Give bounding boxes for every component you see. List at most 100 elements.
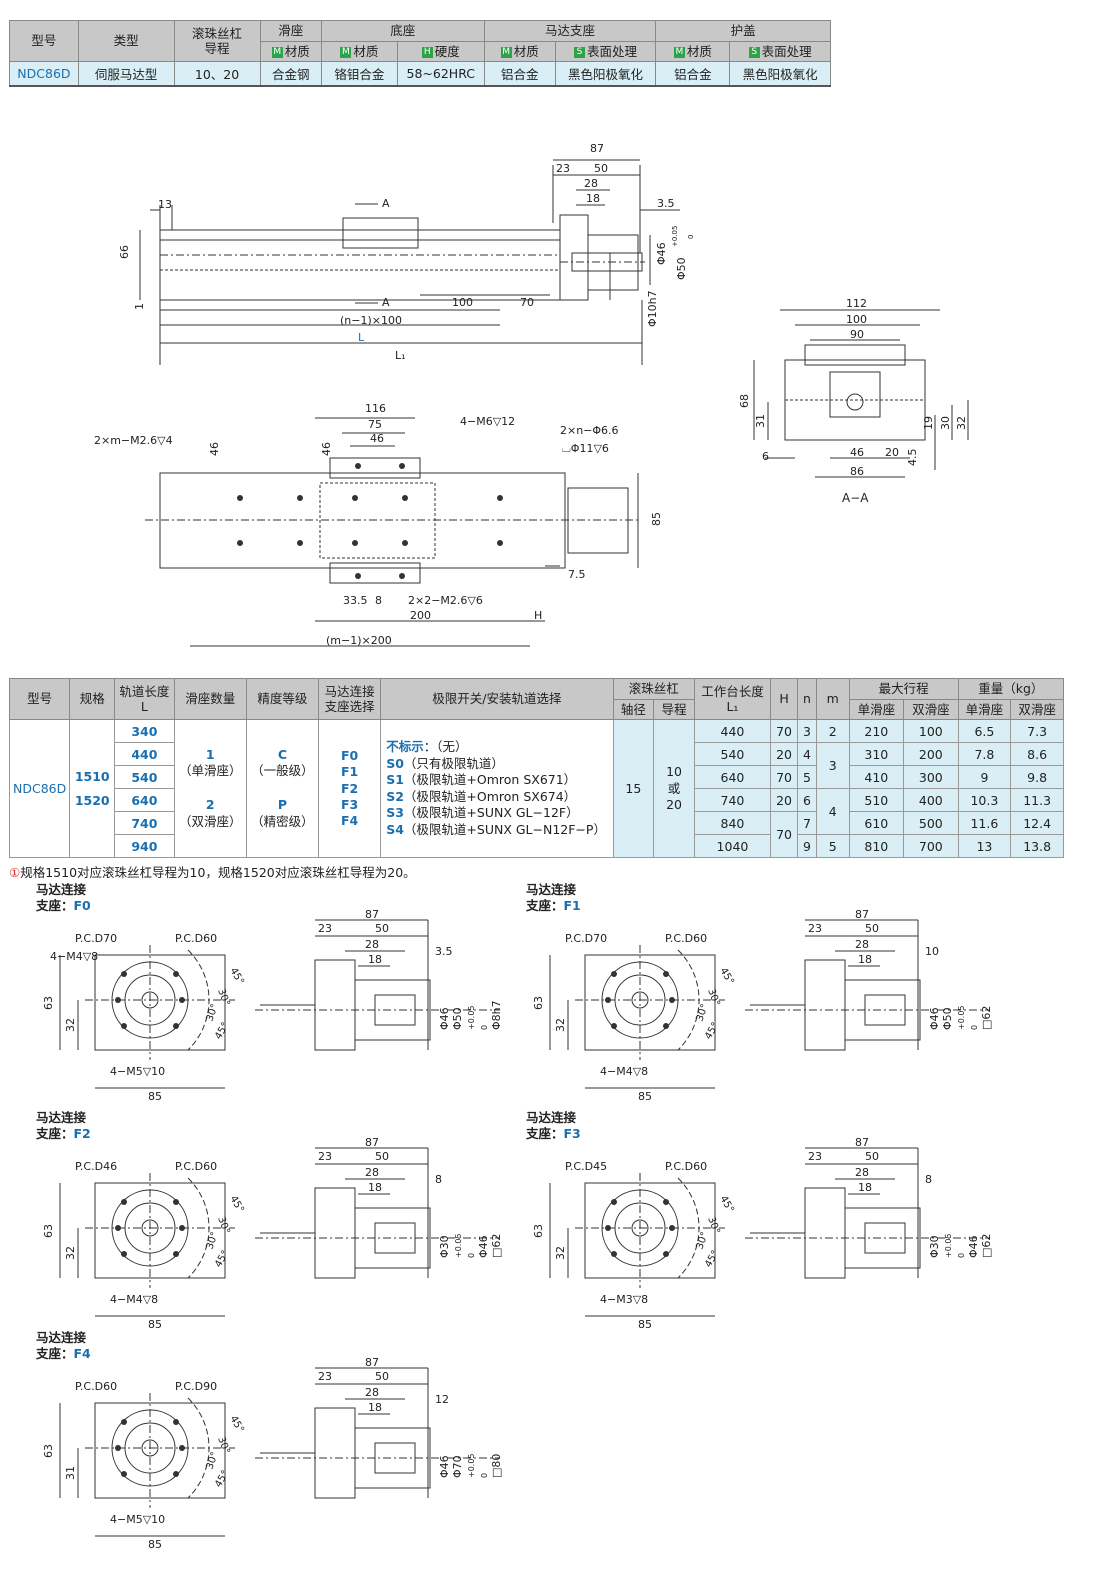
mount-hole bbox=[663, 1199, 669, 1205]
angle-label: 30° bbox=[215, 1215, 231, 1235]
motor-support-label: 支座： bbox=[36, 1345, 74, 1361]
cell-weight-single: 9 bbox=[957, 765, 1012, 790]
cell-h: 20 bbox=[770, 788, 798, 813]
dim-m-200: (m−1)×200 bbox=[326, 634, 392, 647]
side-dim: 23 bbox=[808, 1150, 822, 1163]
cell-weight-double: 7.3 bbox=[1010, 719, 1064, 744]
side-support-body bbox=[314, 1187, 356, 1279]
angle-label: 45° bbox=[703, 1249, 721, 1270]
side-dim: 0 bbox=[467, 1253, 476, 1258]
height-dim: 63 bbox=[42, 996, 55, 1010]
cell-cover-surface: 黑色阳极氧化 bbox=[729, 61, 831, 88]
angle-label: 45° bbox=[717, 1194, 735, 1215]
flange-outline bbox=[94, 1402, 226, 1499]
cell-m: 5 bbox=[815, 834, 850, 859]
pcd-right-label: P.C.D90 bbox=[175, 1380, 217, 1393]
hole-bottom-callout: 4−M4▽8 bbox=[110, 1293, 158, 1306]
motor-support-code-line: 支座：F2 bbox=[36, 1126, 91, 1142]
cell-stroke-double: 300 bbox=[903, 765, 959, 790]
angle-label: 45° bbox=[227, 1414, 245, 1435]
motor-support-title-f4: 马达连接支座：F4 bbox=[36, 1330, 91, 1361]
side-dim: Φ30 bbox=[438, 1235, 451, 1258]
callout-phi11: ⌴Φ11▽6 bbox=[562, 442, 609, 455]
callout-4-m6: 4−M6▽12 bbox=[460, 415, 515, 428]
side-dim: 18 bbox=[858, 953, 872, 966]
cell-m: 2 bbox=[815, 719, 850, 744]
cell-stroke-double: 500 bbox=[903, 811, 959, 836]
motor-support-code-line: 支座：F4 bbox=[36, 1346, 91, 1362]
side-dim: 28 bbox=[855, 1166, 869, 1179]
pcd-left-label: P.C.D70 bbox=[75, 932, 117, 945]
motor-support-title-f3: 马达连接支座：F3 bbox=[526, 1110, 581, 1141]
mount-hole bbox=[121, 1251, 127, 1257]
dim-7-5: 7.5 bbox=[568, 568, 586, 581]
cell-limit-options: 不标示：（无） S0（只有极限轨道） S1（极限轨道+Omron SX671） … bbox=[380, 719, 614, 859]
motor-support-label: 支座： bbox=[526, 897, 564, 913]
dim-phi10h7: Φ10h7 bbox=[646, 290, 659, 327]
mount-hole bbox=[173, 1471, 179, 1477]
dim-33-5: 33.5 bbox=[343, 594, 368, 607]
header-slider-qty: 滑座数量 bbox=[173, 677, 247, 721]
header-h: H bbox=[770, 677, 798, 721]
side-dim: 28 bbox=[365, 1386, 379, 1399]
header-weight-single: 单滑座 bbox=[957, 698, 1012, 721]
half-dim: 31 bbox=[64, 1466, 77, 1480]
height-dim: 63 bbox=[532, 1224, 545, 1238]
cell-weight-single: 11.6 bbox=[957, 811, 1012, 836]
side-dim: Φ46 bbox=[928, 1007, 941, 1030]
cell-stroke-single: 410 bbox=[848, 765, 905, 790]
side-dim: 18 bbox=[368, 953, 382, 966]
header-weight-double: 双滑座 bbox=[1010, 698, 1064, 721]
motor-support-label: 支座： bbox=[36, 1125, 74, 1141]
cell-n: 3 bbox=[796, 719, 817, 744]
side-dim: Φ8h7 bbox=[490, 1000, 503, 1030]
cell-n: 6 bbox=[796, 788, 817, 813]
motor-support-code: F4 bbox=[73, 1345, 91, 1361]
side-dim: 50 bbox=[865, 922, 879, 935]
shaft-circle bbox=[141, 991, 159, 1009]
angle-label: 30° bbox=[694, 1231, 710, 1251]
hole-top-callout: 4−M4▽8 bbox=[50, 950, 98, 963]
motor-support-title-f2: 马达连接支座：F2 bbox=[36, 1110, 91, 1141]
header-table-length: 工作台长度 L₁ bbox=[693, 677, 772, 721]
pcd-right-label: P.C.D60 bbox=[665, 1160, 707, 1173]
cell-weight-double: 8.6 bbox=[1010, 742, 1064, 767]
mount-hole bbox=[663, 1023, 669, 1029]
pcd-right-label: P.C.D60 bbox=[175, 932, 217, 945]
pcd-left-label: P.C.D45 bbox=[565, 1160, 607, 1173]
cell-rail-length: 740 bbox=[114, 811, 175, 836]
side-dim: 18 bbox=[368, 1401, 382, 1414]
shaft-circle bbox=[631, 991, 649, 1009]
cell-shaft-dia: 15 bbox=[612, 719, 655, 859]
header-ballscrew: 滚珠丝杠 bbox=[612, 678, 695, 700]
width-dim: 85 bbox=[148, 1538, 162, 1551]
motor-support-code: F3 bbox=[563, 1125, 581, 1141]
height-dim: 63 bbox=[42, 1444, 55, 1458]
dim-46-mid: 46 bbox=[320, 442, 333, 456]
angle-label: 45° bbox=[213, 1469, 231, 1490]
side-dim: 23 bbox=[318, 1370, 332, 1383]
cell-weight-single: 13 bbox=[957, 834, 1012, 859]
mount-hole bbox=[173, 1199, 179, 1205]
cell-precision: C（一般级）P（精密级） bbox=[245, 719, 320, 859]
side-dim: 50 bbox=[865, 1150, 879, 1163]
callout-n-phi6-6: 2×n−Φ6.6 bbox=[560, 424, 619, 437]
side-support-body bbox=[804, 959, 846, 1051]
dim-85: 85 bbox=[650, 512, 663, 526]
half-dim: 32 bbox=[64, 1246, 77, 1260]
motor-support-code: F2 bbox=[73, 1125, 91, 1141]
pcd-left-label: P.C.D60 bbox=[75, 1380, 117, 1393]
dim-68: 68 bbox=[740, 394, 751, 408]
side-dim: Φ46 bbox=[967, 1235, 980, 1258]
dim-n-100: (n−1)×100 bbox=[340, 314, 402, 327]
side-dim: 87 bbox=[365, 1138, 379, 1149]
angle-label: 45° bbox=[227, 966, 245, 987]
cell-weight-double: 13.8 bbox=[1010, 834, 1064, 859]
